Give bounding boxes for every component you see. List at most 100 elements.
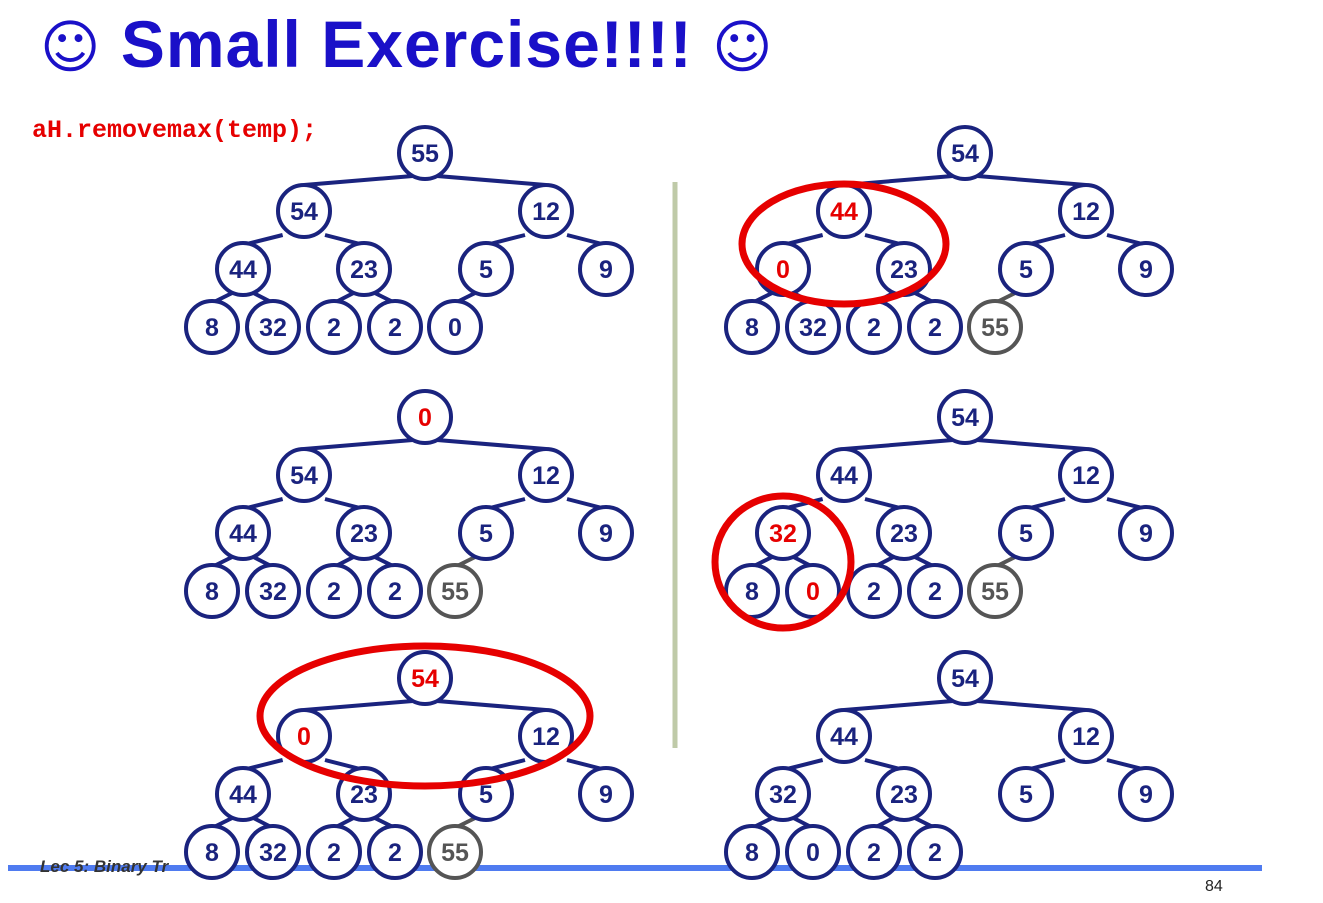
slide-title-text: Small Exercise!!!! <box>120 7 693 81</box>
tree-edge <box>303 437 426 451</box>
tree-edge <box>424 173 547 187</box>
highlight-ellipse <box>738 180 950 308</box>
heap-node: 23 <box>876 505 932 561</box>
heap-node: 12 <box>1058 708 1114 764</box>
heap-node: 8 <box>724 563 780 619</box>
heap-node: 55 <box>427 824 483 880</box>
heap-node: 54 <box>276 183 332 239</box>
heap-node-value: 8 <box>205 314 219 342</box>
heap-node-value: 32 <box>259 839 287 867</box>
heap-node-circle <box>518 447 574 503</box>
heap-node-value: 55 <box>981 314 1009 342</box>
heap-node: 9 <box>1118 241 1174 297</box>
heap-node-value: 44 <box>229 256 257 284</box>
heap-node-value: 5 <box>479 781 493 809</box>
heap-node-circle <box>998 241 1054 297</box>
heap-node-value: 8 <box>745 578 759 606</box>
heap-node-value: 2 <box>388 578 402 606</box>
heap-node-value: 0 <box>418 404 432 432</box>
heap-node: 9 <box>1118 766 1174 822</box>
heap-node-circle <box>816 708 872 764</box>
heap-node-circle <box>367 563 423 619</box>
heap-node: 0 <box>785 563 841 619</box>
heap-node: 0 <box>427 299 483 355</box>
heap-node-circle <box>724 824 780 880</box>
heap-node: 9 <box>578 766 634 822</box>
tree-edge <box>843 698 966 712</box>
heap-node-circle <box>755 505 811 561</box>
heap-node-value: 8 <box>205 839 219 867</box>
heap-node-circle <box>998 766 1054 822</box>
heap-node-value: 9 <box>599 520 613 548</box>
heap-node-value: 55 <box>441 578 469 606</box>
heap-node-value: 12 <box>532 723 560 751</box>
heap-node-circle <box>276 447 332 503</box>
heap-node-value: 44 <box>229 520 257 548</box>
heap-node-circle <box>907 563 963 619</box>
heap-node-value: 2 <box>928 578 942 606</box>
heap-node-value: 0 <box>806 839 820 867</box>
heap-node-value: 2 <box>327 839 341 867</box>
heap-node-value: 32 <box>799 314 827 342</box>
heap-node-circle <box>184 563 240 619</box>
heap-node-circle <box>907 299 963 355</box>
heap-node: 54 <box>276 447 332 503</box>
heap-node: 12 <box>518 183 574 239</box>
heap-node-value: 44 <box>830 462 858 490</box>
heap-node-circle <box>998 505 1054 561</box>
heap-node: 55 <box>967 299 1023 355</box>
heap-node: 9 <box>578 241 634 297</box>
heap-node-circle <box>578 241 634 297</box>
heap-node: 2 <box>846 299 902 355</box>
heap-node: 44 <box>816 183 872 239</box>
code-line: aH.removemax(temp); <box>32 116 318 145</box>
heap-node-circle <box>367 824 423 880</box>
heap-node-value: 9 <box>599 781 613 809</box>
heap-node: 12 <box>1058 183 1114 239</box>
heap-node: 5 <box>998 766 1054 822</box>
tree-edge <box>964 437 1087 451</box>
heap-node: 9 <box>578 505 634 561</box>
heap-node-circle <box>184 299 240 355</box>
heap-node-value: 54 <box>951 404 979 432</box>
heap-node-value: 54 <box>290 198 318 226</box>
heap-node-value: 9 <box>1139 256 1153 284</box>
heap-node-value: 12 <box>532 462 560 490</box>
heap-node: 8 <box>724 824 780 880</box>
heap-node-value: 12 <box>1072 198 1100 226</box>
heap-node-circle <box>578 505 634 561</box>
heap-node-value: 55 <box>441 839 469 867</box>
heap-node-value: 23 <box>890 520 918 548</box>
heap-node-circle <box>215 505 271 561</box>
heap-node: 2 <box>306 563 362 619</box>
heap-node: 8 <box>184 563 240 619</box>
heap-node: 32 <box>245 299 301 355</box>
heap-node-value: 2 <box>928 839 942 867</box>
heap-node-value: 2 <box>388 839 402 867</box>
heap-node-value: 54 <box>951 665 979 693</box>
heap-node: 8 <box>724 299 780 355</box>
smiley-left-icon: ☺ <box>40 13 102 81</box>
heap-node-circle <box>937 125 993 181</box>
heap-node-circle <box>907 824 963 880</box>
heap-node: 2 <box>367 824 423 880</box>
slide-title: ☺ Small Exercise!!!! ☺ <box>40 6 774 82</box>
heap-node-value: 8 <box>745 314 759 342</box>
heap-node-circle <box>276 183 332 239</box>
heap-node: 2 <box>907 299 963 355</box>
heap-node: 55 <box>427 563 483 619</box>
heap-node: 0 <box>785 824 841 880</box>
heap-node: 32 <box>245 563 301 619</box>
heap-node-value: 54 <box>951 140 979 168</box>
heap-node-circle <box>1058 708 1114 764</box>
heap-node-value: 9 <box>1139 520 1153 548</box>
tree-edge <box>303 173 426 187</box>
heap-node-circle <box>397 125 453 181</box>
highlight-ellipse <box>711 492 855 632</box>
heap-node-circle <box>336 241 392 297</box>
heap-node: 2 <box>907 563 963 619</box>
heap-node-value: 44 <box>830 198 858 226</box>
heap-node-value: 12 <box>1072 462 1100 490</box>
